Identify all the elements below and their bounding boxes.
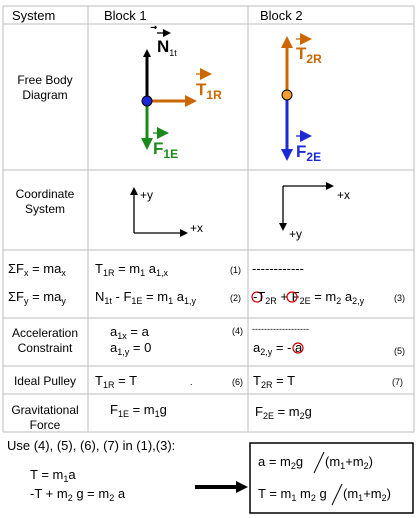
coord1-y-label: +y <box>140 188 153 202</box>
eq5-tag: (5) <box>394 346 405 356</box>
eq6-dot: . <box>190 377 193 387</box>
eq1-tag: (1) <box>230 265 241 275</box>
eq3: -T2R + F2E = m2 a2,y <box>253 289 365 306</box>
sum-fy-label: ΣFy = may <box>8 289 66 306</box>
eq7-rhs: = T <box>276 373 295 388</box>
accel-row: a1x = a (4) a1,y = 0 -------------------… <box>110 324 405 357</box>
eq4b-value: 0 <box>144 340 151 355</box>
grav-b1: F1E = m1g <box>110 402 167 419</box>
coord-block1: +y +x <box>130 187 203 237</box>
boxed-1: a = m2g <box>258 454 303 471</box>
use-text: Use (4), (5), (6), (7) in (1),(3): <box>7 438 175 453</box>
eq5: a2,y = - a <box>253 340 303 357</box>
vec-arrow-n1t: ⃗ <box>150 25 157 29</box>
label-n1t: N1t <box>157 37 177 58</box>
coord-label-line1: Coordinate <box>16 187 75 201</box>
boxed-1-den: (m1+m2) <box>325 454 373 471</box>
coord-block2: +x +y <box>279 182 350 241</box>
result-2: -T + m2 g = m2 a <box>30 486 126 503</box>
coord1-x-label: +x <box>190 221 203 235</box>
pulley-label: Ideal Pulley <box>14 374 76 388</box>
fbd-block1: N1t ⃗ T1R F1E <box>141 25 222 161</box>
eq4-value: a <box>142 324 150 339</box>
boxed-1-slash <box>313 451 325 474</box>
result-box <box>249 442 414 514</box>
eq4b: a1,y = 0 <box>110 340 151 357</box>
eq6-rhs: = T <box>118 373 137 388</box>
eq5-value: a <box>295 340 303 355</box>
boxed-2: T = m1 m2 g <box>258 486 327 503</box>
eq4: a1x = a <box>110 324 150 341</box>
boxed-2-den: (m1+m2) <box>343 486 391 503</box>
result-1: T = m1a <box>30 467 76 484</box>
fbd-label-line2: Diagram <box>22 88 67 102</box>
red-circle-accel <box>292 342 304 354</box>
grav-b2: F2E = m2g <box>255 404 312 421</box>
accel-label-line2: Constraint <box>18 341 73 355</box>
footer: Use (4), (5), (6), (7) in (1),(3): T = m… <box>7 438 414 514</box>
label-f2e: F2E <box>296 142 321 164</box>
grav-label-line2: Force <box>30 418 61 432</box>
eq4-tag: (4) <box>232 326 243 336</box>
header-block1: Block 1 <box>104 8 147 23</box>
grav-row: F1E = m1g F2E = m2g <box>110 402 312 421</box>
eq6: T1R = T <box>95 373 137 390</box>
coord2-y-label: +y <box>289 227 302 241</box>
header-system: System <box>12 8 55 23</box>
eq1: T1R = m1 a1,x <box>95 261 168 278</box>
red-circle-minus <box>251 291 263 303</box>
label-t2r: T2R <box>296 44 322 66</box>
fbd-block2: T2R F2E <box>281 33 322 164</box>
eq6-tag: (6) <box>232 377 243 387</box>
pulley-row: T1R = T . (6) T2R = T (7) <box>95 373 403 390</box>
b2-accel-dashes: ------------------- <box>252 324 309 334</box>
sum-fy-row: ΣFy = may N1t - F1E = m1 a1,y (2) -T2R +… <box>8 289 405 306</box>
header-block2: Block 2 <box>260 8 303 23</box>
label-f1e: F1E <box>153 139 178 161</box>
coord-label-line2: System <box>25 202 65 216</box>
fbd-label-line1: Free Body <box>17 73 72 87</box>
eq2: N1t - F1E = m1 a1,y <box>95 289 196 306</box>
label-t1r: T1R <box>196 80 222 102</box>
accel-label-line1: Acceleration <box>12 326 78 340</box>
eq7: T2R = T <box>253 373 295 390</box>
red-circle-plus <box>286 291 298 303</box>
block2-dot <box>281 89 293 101</box>
b2-fx-dashes: ------------ <box>252 261 304 276</box>
eq7-tag: (7) <box>392 377 403 387</box>
grav-label-line1: Gravitational <box>11 403 78 417</box>
block1-dot <box>141 95 153 107</box>
eq2-tag: (2) <box>230 293 241 303</box>
sum-fx-label: ΣFx = max <box>8 261 66 278</box>
eq3-tag: (3) <box>394 293 405 303</box>
table-grid <box>2 5 415 433</box>
boxed-2-slash <box>331 483 343 506</box>
sum-fx-row: ΣFx = max T1R = m1 a1,x (1) ------------ <box>8 261 304 278</box>
coord2-x-label: +x <box>337 188 350 202</box>
